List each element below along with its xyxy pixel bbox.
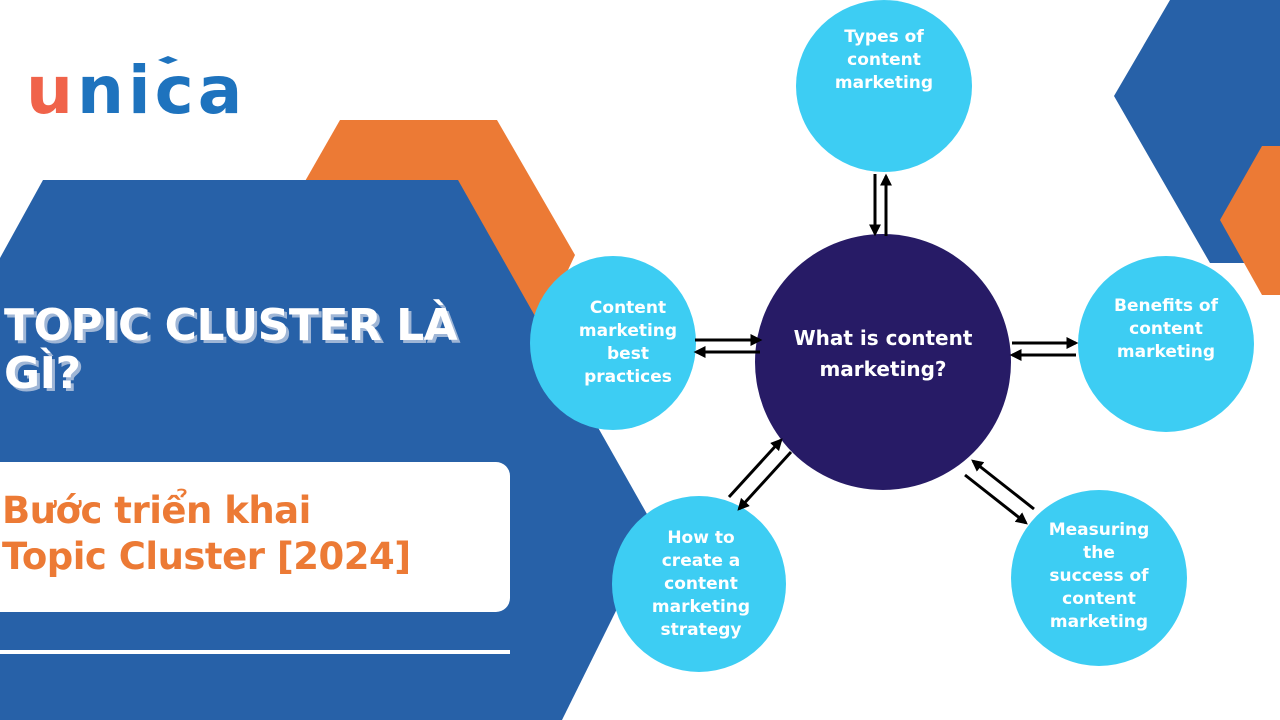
- node-center-label: What is content marketing?: [793, 326, 973, 381]
- subtitle-card: [0, 462, 510, 612]
- subtitle-line-1: Bước triển khai: [2, 489, 311, 532]
- node-benefits-label: Benefits of content marketing: [1114, 295, 1218, 362]
- logo-letter-u: u: [26, 52, 77, 129]
- node-measuring-label: Measuring the success of content marketi…: [1048, 519, 1150, 632]
- node-benefits: Benefits of content marketing: [1078, 256, 1254, 432]
- node-how-to: How to create a content marketing strate…: [612, 496, 786, 672]
- node-best-practices-label: Content marketing best practices: [578, 298, 678, 387]
- unica-logo[interactable]: unica: [26, 56, 246, 124]
- logo-letters-nica: nica: [77, 52, 247, 129]
- node-best-practices: Content marketing best practices: [530, 256, 696, 430]
- subtitle-line-2: Topic Cluster [2024]: [2, 535, 411, 578]
- graduation-cap-icon: [158, 56, 178, 64]
- main-title: TOPIC CLUSTER LÀ GÌ?: [4, 300, 458, 399]
- node-how-to-label: How to create a content marketing strate…: [651, 527, 751, 640]
- subtitle: Bước triển khai Topic Cluster [2024]: [2, 488, 502, 580]
- node-types: Types of content marketing: [796, 0, 972, 172]
- orange-hexagon-right: [1220, 146, 1280, 295]
- title-underline: [0, 650, 510, 654]
- node-types-label: Types of content marketing: [834, 26, 934, 93]
- node-center: What is content marketing?: [755, 234, 1011, 490]
- node-measuring: Measuring the success of content marketi…: [1011, 490, 1187, 666]
